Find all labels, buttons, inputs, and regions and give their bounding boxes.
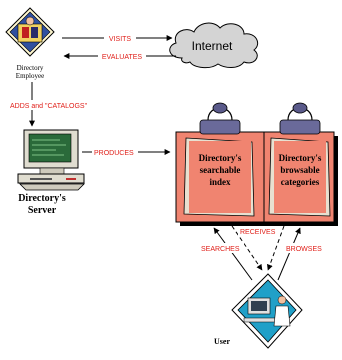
produces-label-bg	[92, 147, 138, 157]
categories-line1: Directory's	[279, 153, 322, 163]
index-line3: index	[209, 177, 231, 187]
server-computer-icon	[17, 129, 85, 191]
searches-label: SEARCHES	[201, 246, 240, 253]
visits-label-bg	[104, 33, 136, 43]
receives-label: RECEIVES	[240, 229, 276, 236]
index-clipboard	[175, 102, 268, 226]
receives-arrow-from-index	[231, 225, 263, 271]
categories-line2: browsable	[280, 165, 319, 175]
searches-arrow	[213, 227, 253, 281]
evaluates-label-bg	[98, 51, 146, 61]
browses-arrow	[277, 227, 301, 281]
index-line1: Directory's	[199, 153, 242, 163]
user-icon	[231, 273, 303, 349]
receives-label-bg	[238, 226, 280, 236]
employee-label-line1: Directory	[17, 64, 44, 72]
server-label-line2: Server	[28, 205, 57, 216]
visits-label: VISITS	[109, 36, 132, 43]
employee-label-line2: Employee	[16, 72, 44, 80]
internet-label: Internet	[192, 39, 233, 53]
categories-clipboard	[263, 102, 338, 226]
server-label-line1: Directory's	[18, 193, 66, 204]
adds-label: ADDS and "CATALOGS"	[10, 103, 88, 110]
user-label: User	[214, 337, 230, 346]
evaluates-label: EVALUATES	[102, 54, 143, 61]
adds-label-bg	[8, 100, 86, 110]
browses-label: BROWSES	[286, 246, 322, 253]
employee-icon	[5, 7, 55, 57]
browses-label-bg	[284, 243, 324, 253]
categories-line3: categories	[281, 177, 320, 187]
index-line2: searchable	[200, 165, 241, 175]
internet-cloud	[169, 22, 259, 69]
receives-arrow-from-categories	[267, 225, 285, 271]
searches-label-bg	[200, 243, 244, 253]
produces-label: PRODUCES	[94, 150, 134, 157]
